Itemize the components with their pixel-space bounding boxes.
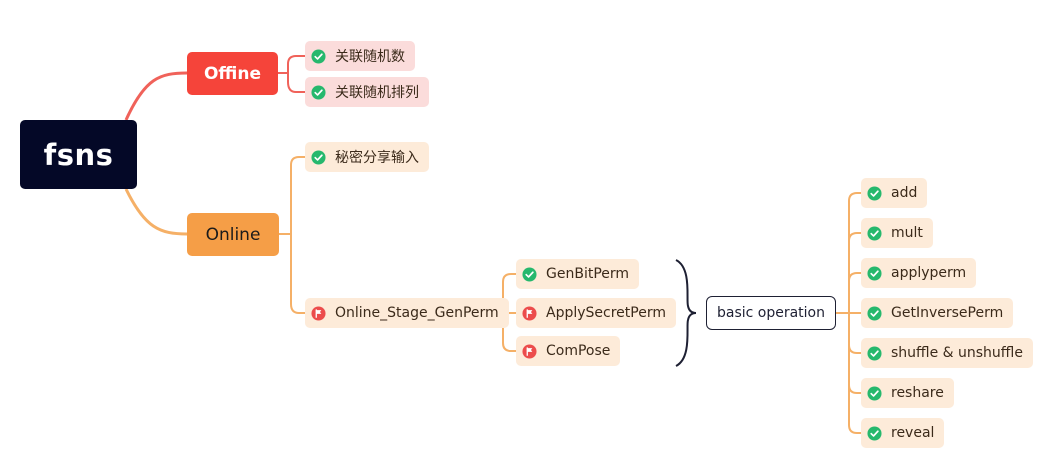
flag-icon <box>522 343 537 359</box>
check-icon <box>867 225 882 241</box>
summary-bracket <box>675 259 697 367</box>
basic-op-child-node[interactable]: mult <box>861 218 933 248</box>
check-icon <box>522 266 537 282</box>
online-label: Online <box>205 224 261 245</box>
link-offline-children <box>278 55 305 93</box>
basic-op-child-label: reshare <box>891 385 944 401</box>
check-icon <box>311 84 326 100</box>
basic-op-child-label: mult <box>891 225 923 241</box>
basic-operation-node[interactable]: basic operation <box>706 296 836 330</box>
basic-op-child-node[interactable]: applyperm <box>861 258 977 288</box>
basic-op-child-label: GetInversePerm <box>891 305 1004 321</box>
flag-icon <box>522 305 537 321</box>
genperm-child-label: ApplySecretPerm <box>546 305 666 321</box>
basic-op-child-label: add <box>891 185 918 201</box>
basic-op-child-node[interactable]: shuffle & unshuffle <box>861 338 1033 368</box>
flag-icon <box>311 305 326 321</box>
offline-label: Offine <box>203 63 262 84</box>
genperm-child-label: GenBitPerm <box>546 266 630 282</box>
check-icon <box>311 48 326 64</box>
basic-op-child-label: applyperm <box>891 265 967 281</box>
genperm-child-node[interactable]: GenBitPerm <box>516 259 640 289</box>
basic-op-child-node[interactable]: reveal <box>861 418 945 448</box>
check-icon <box>867 385 882 401</box>
offline-child-label: 关联随机排列 <box>335 85 419 101</box>
link-basic-children <box>836 192 861 434</box>
check-icon <box>867 185 882 201</box>
genperm-label: Online_Stage_GenPerm <box>335 305 499 321</box>
basic-op-child-node[interactable]: GetInversePerm <box>861 298 1014 328</box>
online-node[interactable]: Online <box>187 213 279 256</box>
link-root-offline <box>124 71 188 121</box>
basic-op-child-node[interactable]: add <box>861 178 928 208</box>
genperm-child-node[interactable]: ApplySecretPerm <box>516 298 676 328</box>
genperm-child-node[interactable]: ComPose <box>516 336 621 366</box>
root-label: fsns <box>43 137 114 172</box>
genperm-node[interactable]: Online_Stage_GenPerm <box>305 298 509 328</box>
basic-op-child-label: shuffle & unshuffle <box>891 345 1023 361</box>
check-icon <box>867 305 882 321</box>
basic-op-child-node[interactable]: reshare <box>861 378 954 408</box>
check-icon <box>867 345 882 361</box>
offline-child-node[interactable]: 关联随机排列 <box>305 77 429 107</box>
offline-child-label: 关联随机数 <box>335 49 405 65</box>
genperm-child-label: ComPose <box>546 343 611 359</box>
offline-node[interactable]: Offine <box>187 52 278 95</box>
root-node[interactable]: fsns <box>20 120 137 189</box>
check-icon <box>311 149 326 165</box>
check-icon <box>867 265 882 281</box>
online-child-node[interactable]: 秘密分享输入 <box>305 142 429 172</box>
basic-operation-label: basic operation <box>716 305 825 321</box>
basic-op-child-label: reveal <box>891 425 935 441</box>
offline-child-node[interactable]: 关联随机数 <box>305 41 415 71</box>
online-child-label: 秘密分享输入 <box>335 150 419 166</box>
link-online-children <box>279 156 305 314</box>
link-root-online <box>124 188 188 236</box>
check-icon <box>867 425 882 441</box>
